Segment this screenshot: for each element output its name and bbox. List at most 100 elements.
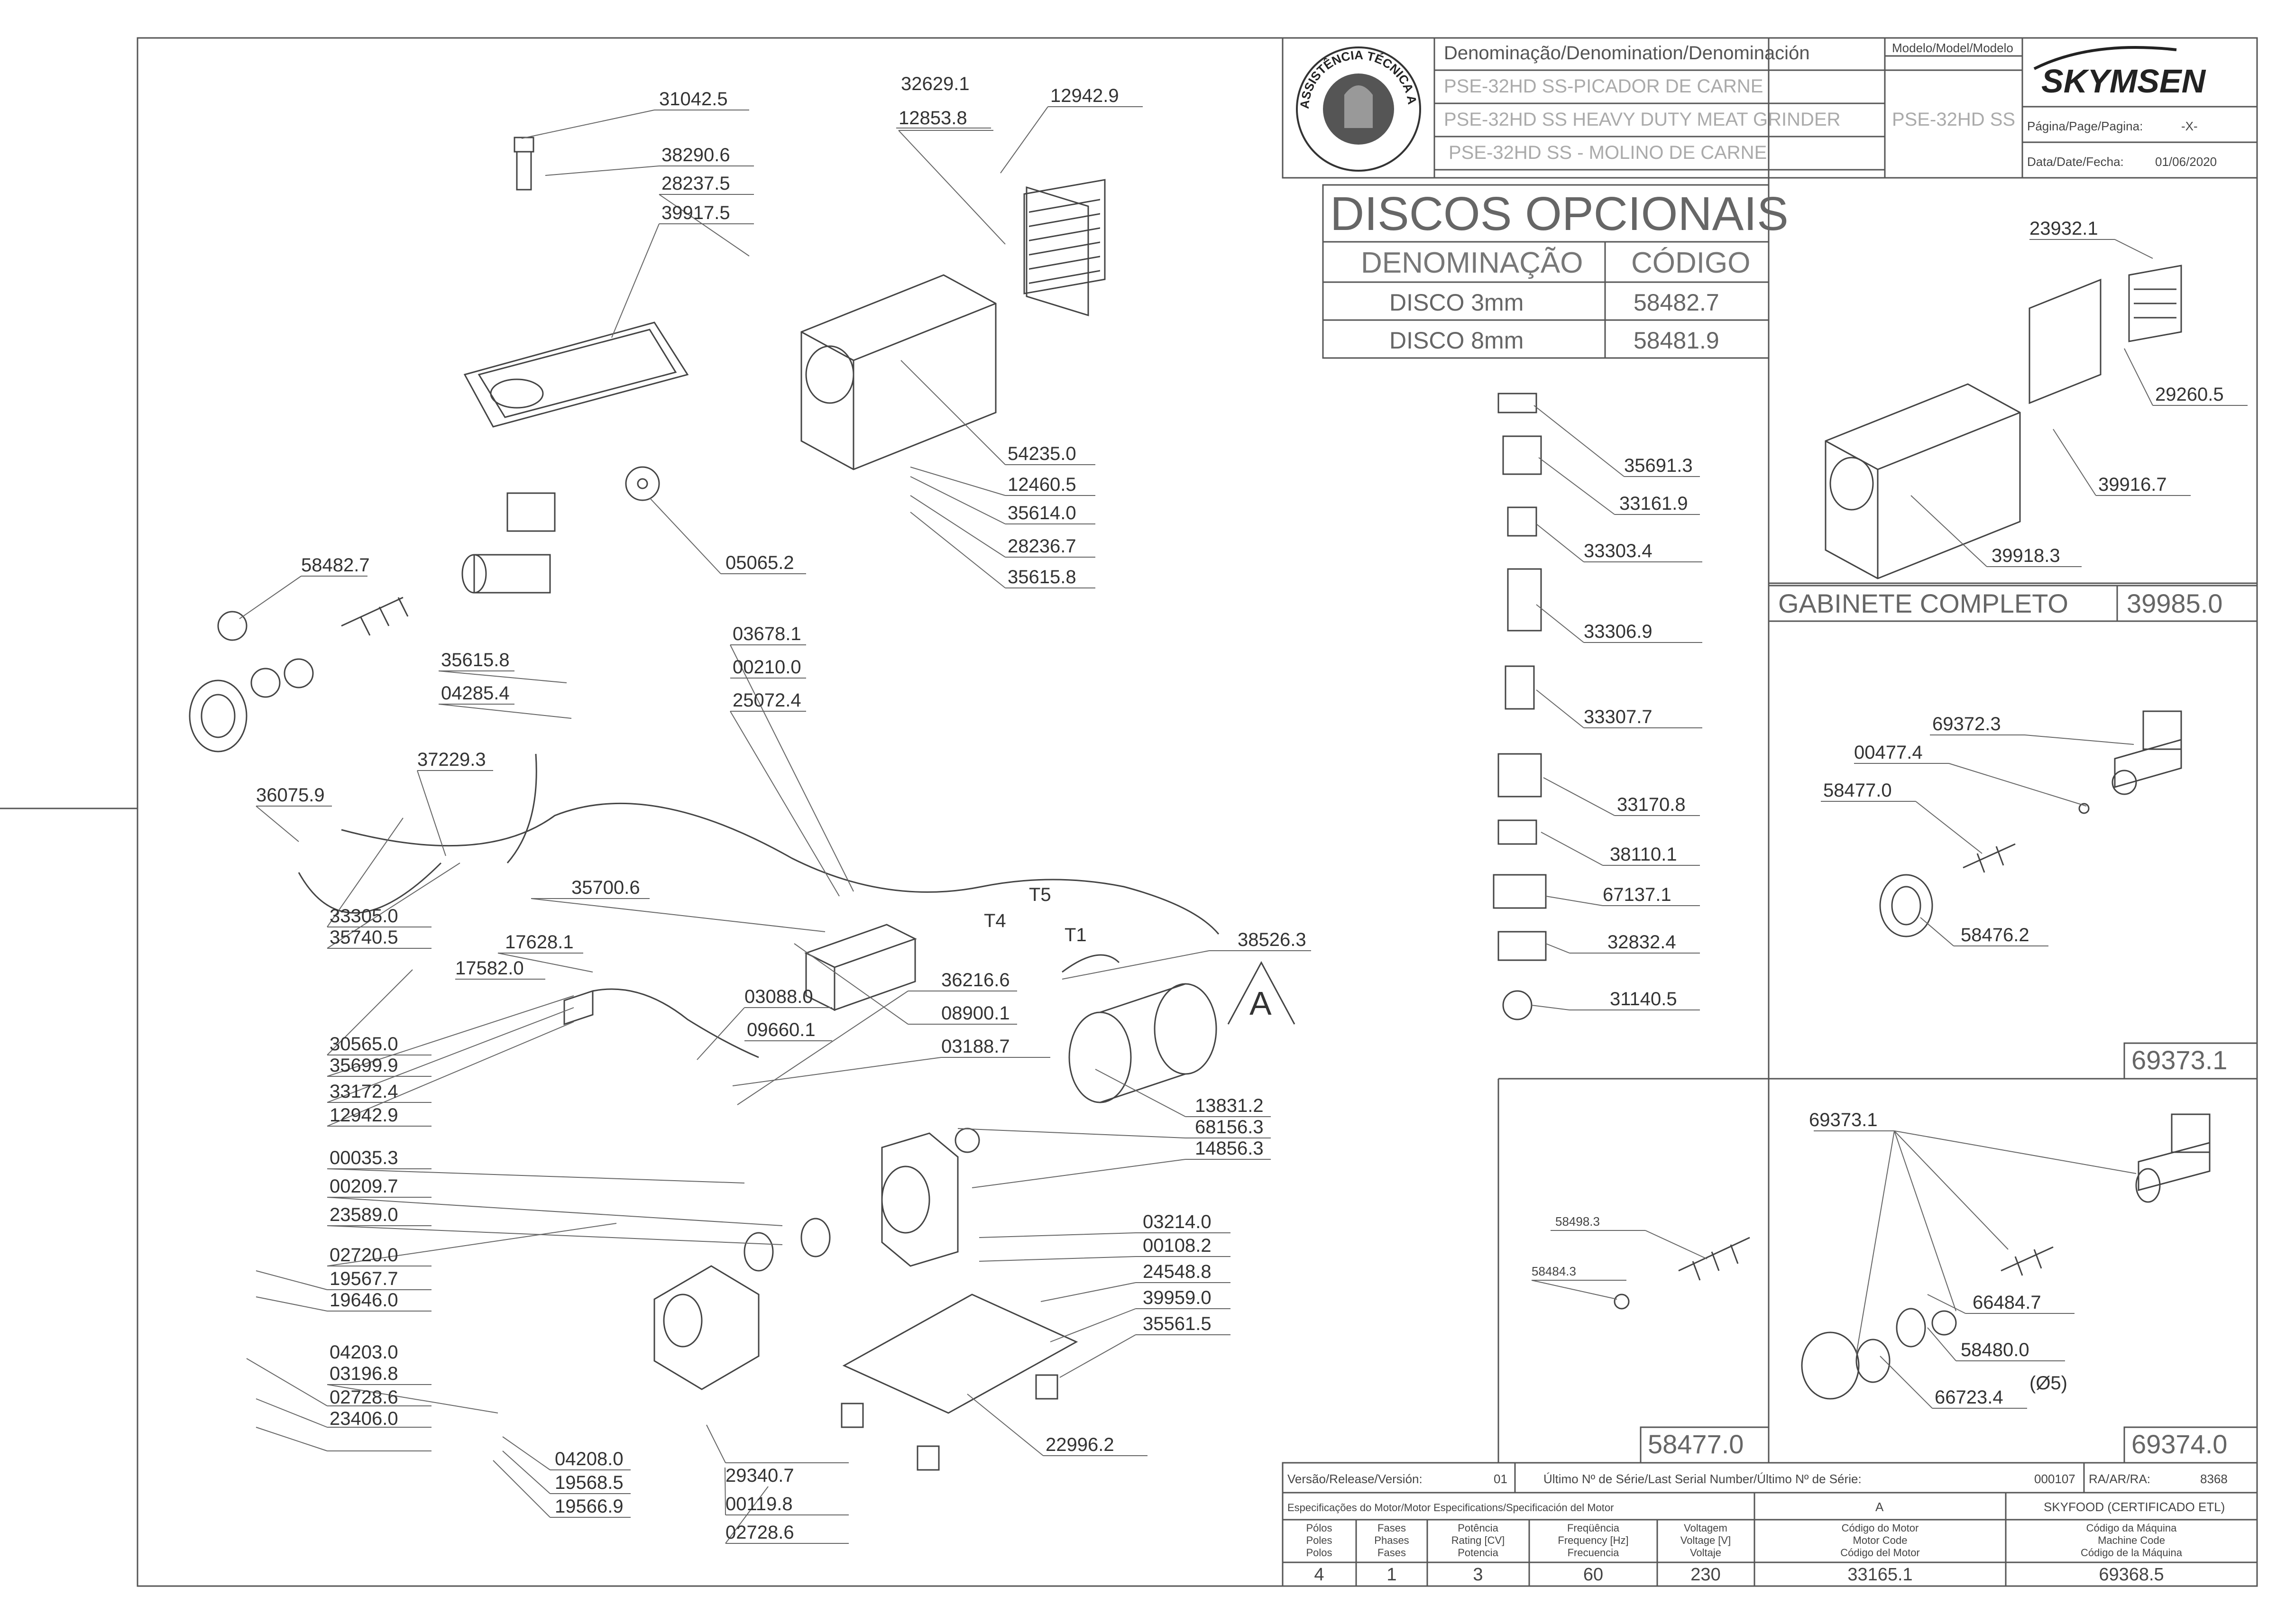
h-poles-3: Polos xyxy=(1306,1547,1332,1559)
certified-label: SKYFOOD (CERTIFICADO ETL) xyxy=(2044,1500,2225,1514)
terminal-t1: T1 xyxy=(1065,925,1087,945)
plunger-shape xyxy=(514,137,534,191)
part-label: 19567.7 xyxy=(330,1268,398,1289)
h-freq-1: Freqüência xyxy=(1567,1522,1620,1534)
ra-label: RA/AR/RA: xyxy=(2089,1472,2150,1486)
part-label: 54235.0 xyxy=(1008,443,1076,464)
cabinet-part: 23932.1 xyxy=(2029,218,2098,239)
gabinete-box xyxy=(1768,585,2258,622)
volt-value: 230 xyxy=(1690,1565,1720,1585)
part-label: 35561.5 xyxy=(1143,1313,1212,1334)
h-machine-code-2: Machine Code xyxy=(2098,1534,2165,1546)
part-label: 35699.9 xyxy=(330,1055,398,1076)
view-letter-a: A xyxy=(1249,985,1272,1022)
part-label: 31042.5 xyxy=(659,89,728,110)
footer-values: 4 1 3 60 230 33165.1 69368.5 xyxy=(1314,1565,2164,1585)
label-part: 33303.4 xyxy=(1584,541,1652,561)
name-en: PSE-32HD SS HEAVY DUTY MEAT GRINDER xyxy=(1444,109,1841,130)
extra-labels: T5 T4 T1 A (Ø5) xyxy=(984,884,2067,1394)
part-label: 29340.7 xyxy=(725,1465,794,1486)
label-part: 33170.8 xyxy=(1617,794,1686,815)
disco-row-1-code: 58482.7 xyxy=(1634,289,1719,316)
h-phases-1: Fases xyxy=(1377,1522,1406,1534)
h-freq-3: Frecuencia xyxy=(1568,1547,1620,1559)
h-motor-code-2: Motor Code xyxy=(1853,1534,1908,1546)
footer-table xyxy=(1282,1462,2258,1587)
part-label: 33172.4 xyxy=(330,1081,398,1102)
part-label: 37229.3 xyxy=(417,749,486,770)
motor-code-value: 33165.1 xyxy=(1847,1565,1912,1585)
h-poles-2: Poles xyxy=(1306,1534,1332,1546)
h-motor-code-3: Código del Motor xyxy=(1840,1547,1920,1559)
freq-value: 60 xyxy=(1583,1565,1603,1585)
part-label: 36075.9 xyxy=(256,785,325,806)
cabinet-part: 39916.7 xyxy=(2098,474,2167,495)
part-label: 33305.0 xyxy=(330,906,398,927)
cabinet-part: 39918.3 xyxy=(1992,545,2060,566)
version-label: Versão/Release/Versión: xyxy=(1287,1472,1423,1486)
h-phases-2: Phases xyxy=(1374,1534,1409,1546)
part-label: 00035.3 xyxy=(330,1147,398,1168)
h-volt-3: Voltaje xyxy=(1690,1547,1721,1559)
part-label: 23589.0 xyxy=(330,1204,398,1225)
ra-value: 8368 xyxy=(2200,1472,2228,1486)
part-label: 08900.1 xyxy=(941,1003,1010,1024)
label-part: 38110.1 xyxy=(1610,844,1677,865)
part-label: 04203.0 xyxy=(330,1342,398,1363)
h-freq-2: Frequency [Hz] xyxy=(1558,1534,1628,1546)
kit-code-1: 69373.1 xyxy=(2131,1045,2227,1075)
part-label: 03088.0 xyxy=(744,986,813,1007)
part-label: 09660.1 xyxy=(747,1019,816,1040)
kit1-part: 58476.2 xyxy=(1961,925,2029,945)
part-label: 19568.5 xyxy=(555,1472,624,1493)
part-label: 17628.1 xyxy=(505,932,574,953)
poles-value: 4 xyxy=(1314,1565,1324,1585)
part-label: 03188.7 xyxy=(941,1036,1010,1057)
label-part: 33307.7 xyxy=(1584,706,1652,727)
title-block xyxy=(1282,37,2258,179)
power-value: 3 xyxy=(1473,1565,1483,1585)
h-motor-code-1: Código do Motor xyxy=(1842,1522,1919,1534)
page-label: Página/Page/Pagina: xyxy=(2027,119,2143,133)
label-part: 32832.4 xyxy=(1607,932,1676,953)
h-poles-1: Pólos xyxy=(1306,1522,1332,1534)
part-label: 03196.8 xyxy=(330,1363,398,1384)
part-label: 68156.3 xyxy=(1195,1117,1264,1138)
part-label: 35740.5 xyxy=(330,927,398,948)
gabinete-code: 39985.0 xyxy=(2127,588,2222,618)
label-part: 31140.5 xyxy=(1610,989,1677,1009)
terminal-t4: T4 xyxy=(984,910,1006,931)
discos-title: DISCOS OPCIONAIS xyxy=(1330,187,1789,240)
part-label: 02728.6 xyxy=(725,1522,794,1543)
disco-row-2-name: DISCO 8mm xyxy=(1389,327,1524,354)
date-value: 01/06/2020 xyxy=(2155,155,2217,169)
serial-value: 000107 xyxy=(2034,1472,2075,1486)
part-label: 05065.2 xyxy=(725,552,794,573)
part-label: 39959.0 xyxy=(1143,1287,1212,1308)
part-label: 00210.0 xyxy=(733,657,801,678)
part-label: 04208.0 xyxy=(555,1449,624,1469)
name-es: PSE-32HD SS - MOLINO DE CARNE xyxy=(1449,142,1767,163)
label-part: 33161.9 xyxy=(1619,493,1688,514)
part-label: 02720.0 xyxy=(330,1245,398,1266)
part-label: 30565.0 xyxy=(330,1034,398,1055)
h-machine-code-3: Código de la Máquina xyxy=(2081,1547,2183,1559)
part-label: 38290.6 xyxy=(661,145,730,165)
part-label: 00108.2 xyxy=(1143,1235,1212,1256)
part-label: 04285.4 xyxy=(441,683,510,704)
kit2-part: 58484.3 xyxy=(1532,1264,1576,1278)
model-header: Modelo/Model/Modelo xyxy=(1892,41,2013,55)
brand-logo: SKYMSEN xyxy=(2041,63,2206,100)
machine-code-value: 69368.5 xyxy=(2099,1565,2164,1585)
part-number-labels: 31042.5 38290.6 28237.5 39917.5 32629.1 … xyxy=(256,73,2224,1543)
leader-lines xyxy=(239,106,2248,1544)
label-part: 35691.3 xyxy=(1624,455,1693,476)
part-label: 22996.2 xyxy=(1046,1434,1114,1455)
part-label: 35614.0 xyxy=(1008,503,1076,523)
part-label: 03678.1 xyxy=(733,624,801,644)
part-label: 13831.2 xyxy=(1195,1095,1264,1116)
kit1-part: 00477.4 xyxy=(1854,742,1923,763)
phases-value: 1 xyxy=(1386,1565,1396,1585)
part-label: 12853.8 xyxy=(899,108,967,128)
tray-shape xyxy=(463,321,689,428)
